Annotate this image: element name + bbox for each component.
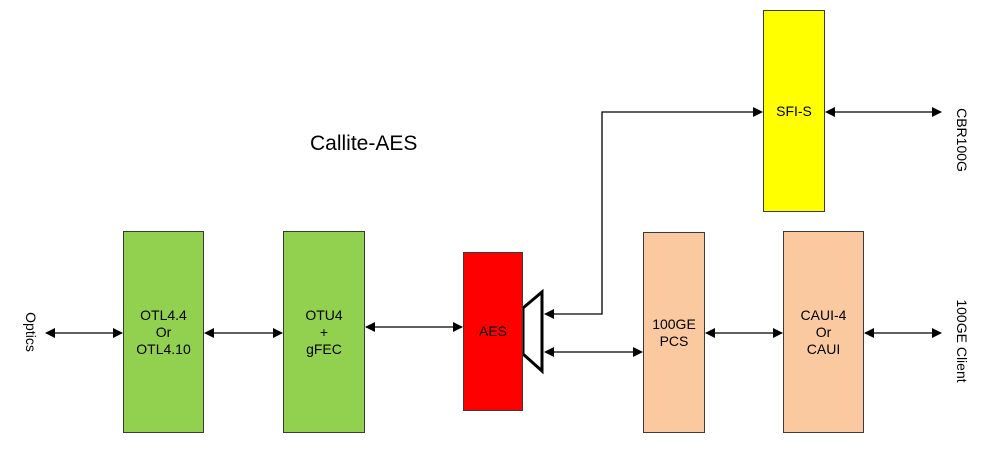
otl-block: OTL4.4 Or OTL4.10	[123, 231, 204, 433]
optics-label: Optics	[23, 312, 39, 352]
aes-block: AES	[463, 252, 523, 411]
caui-block: CAUI-4 Or CAUI	[783, 231, 864, 433]
pcs-block: 100GE PCS	[643, 232, 705, 433]
sfi-block-label: SFI-S	[776, 102, 812, 119]
cbr100g-label: CBR100G	[954, 108, 970, 172]
mux-shape	[521, 288, 544, 375]
client-label: 100GE Client	[954, 299, 970, 383]
pcs-block-label: 100GE PCS	[652, 315, 696, 349]
diagram-title: Callite-AES	[310, 132, 418, 155]
caui-block-label: CAUI-4 Or CAUI	[800, 306, 847, 357]
sfi-block: SFI-S	[763, 10, 825, 212]
otu-block: OTU4 + gFEC	[283, 231, 365, 433]
link-mux-sfi	[544, 107, 763, 319]
otu-block-label: OTU4 + gFEC	[305, 306, 343, 357]
otl-block-label: OTL4.4 Or OTL4.10	[136, 306, 191, 357]
aes-block-label: AES	[478, 323, 507, 339]
